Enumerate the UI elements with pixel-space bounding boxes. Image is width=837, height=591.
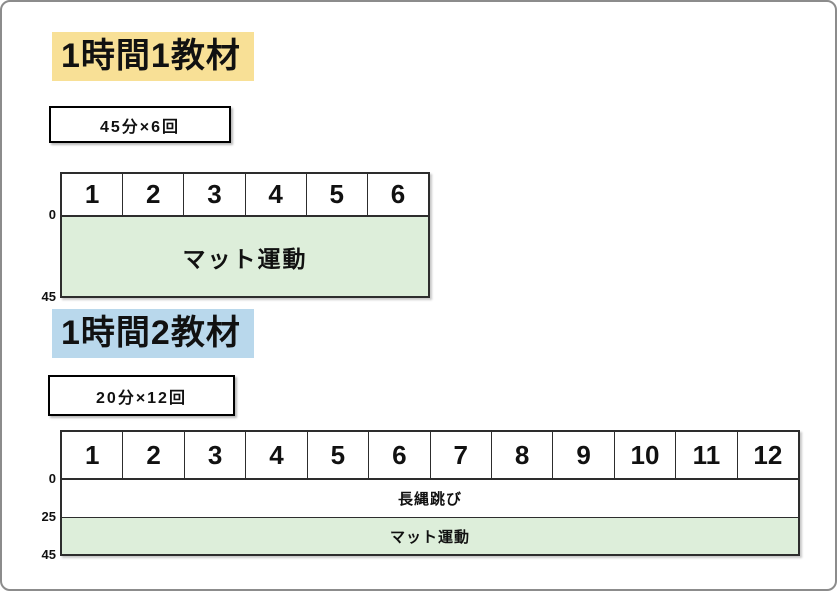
activity-row-long-rope: 長縄跳び [62,480,798,517]
section-1-schedule-box: 45分×6回 [49,106,231,143]
lesson-number-cell: 5 [306,174,368,215]
section-2-schedule-box: 20分×12回 [48,375,235,416]
lesson-number-cell: 8 [491,432,554,478]
lesson-number-cell: 6 [367,174,429,215]
table-2-axis-tick-0: 0 [48,471,56,486]
table-1-axis-tick-45: 45 [41,289,56,304]
activity-row-mat-exercise: マット運動 [62,517,798,554]
section-1-schedule-label: 45分×6回 [99,118,181,136]
table-2-axis-tick-25: 25 [41,509,56,524]
lesson-number-cell: 12 [737,432,799,478]
section-2-schedule-label: 20分×12回 [96,389,187,407]
lesson-number-cell: 4 [245,174,307,215]
lesson-number-cell: 6 [369,432,431,478]
section-2-title: 1時間2教材 [52,309,254,358]
lesson-number-cell: 11 [676,432,738,478]
lesson-number-cell: 1 [62,174,124,215]
table-1-axis-tick-0: 0 [48,207,56,222]
lesson-number-cell: 5 [307,432,370,478]
lesson-number-cell: 10 [614,432,677,478]
lesson-number-cell: 4 [246,432,308,478]
lesson-number-cell: 2 [123,432,185,478]
section-1-title: 1時間1教材 [52,32,254,81]
lesson-number-cell: 9 [553,432,615,478]
activity-row-mat-exercise: マット運動 [62,217,428,296]
lesson-number-cell: 3 [184,174,246,215]
lesson-number-cell: 7 [430,432,492,478]
lesson-number-cell: 3 [184,432,247,478]
lesson-number-cell: 2 [123,174,185,215]
lesson-number-cell: 1 [62,432,124,478]
table-2-axis-tick-45: 45 [41,547,56,562]
